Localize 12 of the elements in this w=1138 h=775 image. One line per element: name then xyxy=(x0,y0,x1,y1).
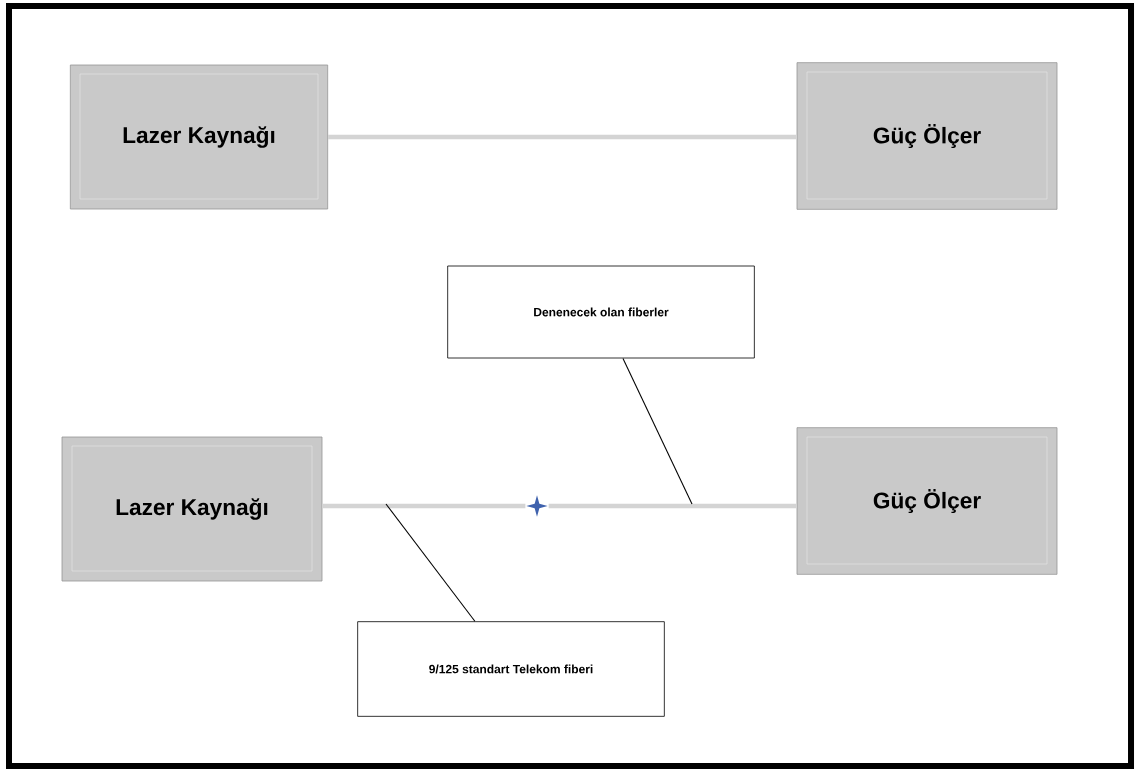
fiber-line xyxy=(328,134,797,140)
device-box: Güç Ölçer xyxy=(796,62,1058,210)
splice-mark xyxy=(526,495,548,517)
device-box: Lazer Kaynağı xyxy=(69,64,329,210)
device-box: Güç Ölçer xyxy=(796,427,1058,575)
fiber-line xyxy=(548,503,797,509)
leader-line xyxy=(385,503,476,622)
callout-box: Denenecek olan fiberler xyxy=(447,265,755,359)
fiber-line xyxy=(322,503,526,509)
leader-line xyxy=(622,357,693,505)
callout-box: 9/125 standart Telekom fiberi xyxy=(357,621,665,717)
device-box: Lazer Kaynağı xyxy=(61,436,323,582)
